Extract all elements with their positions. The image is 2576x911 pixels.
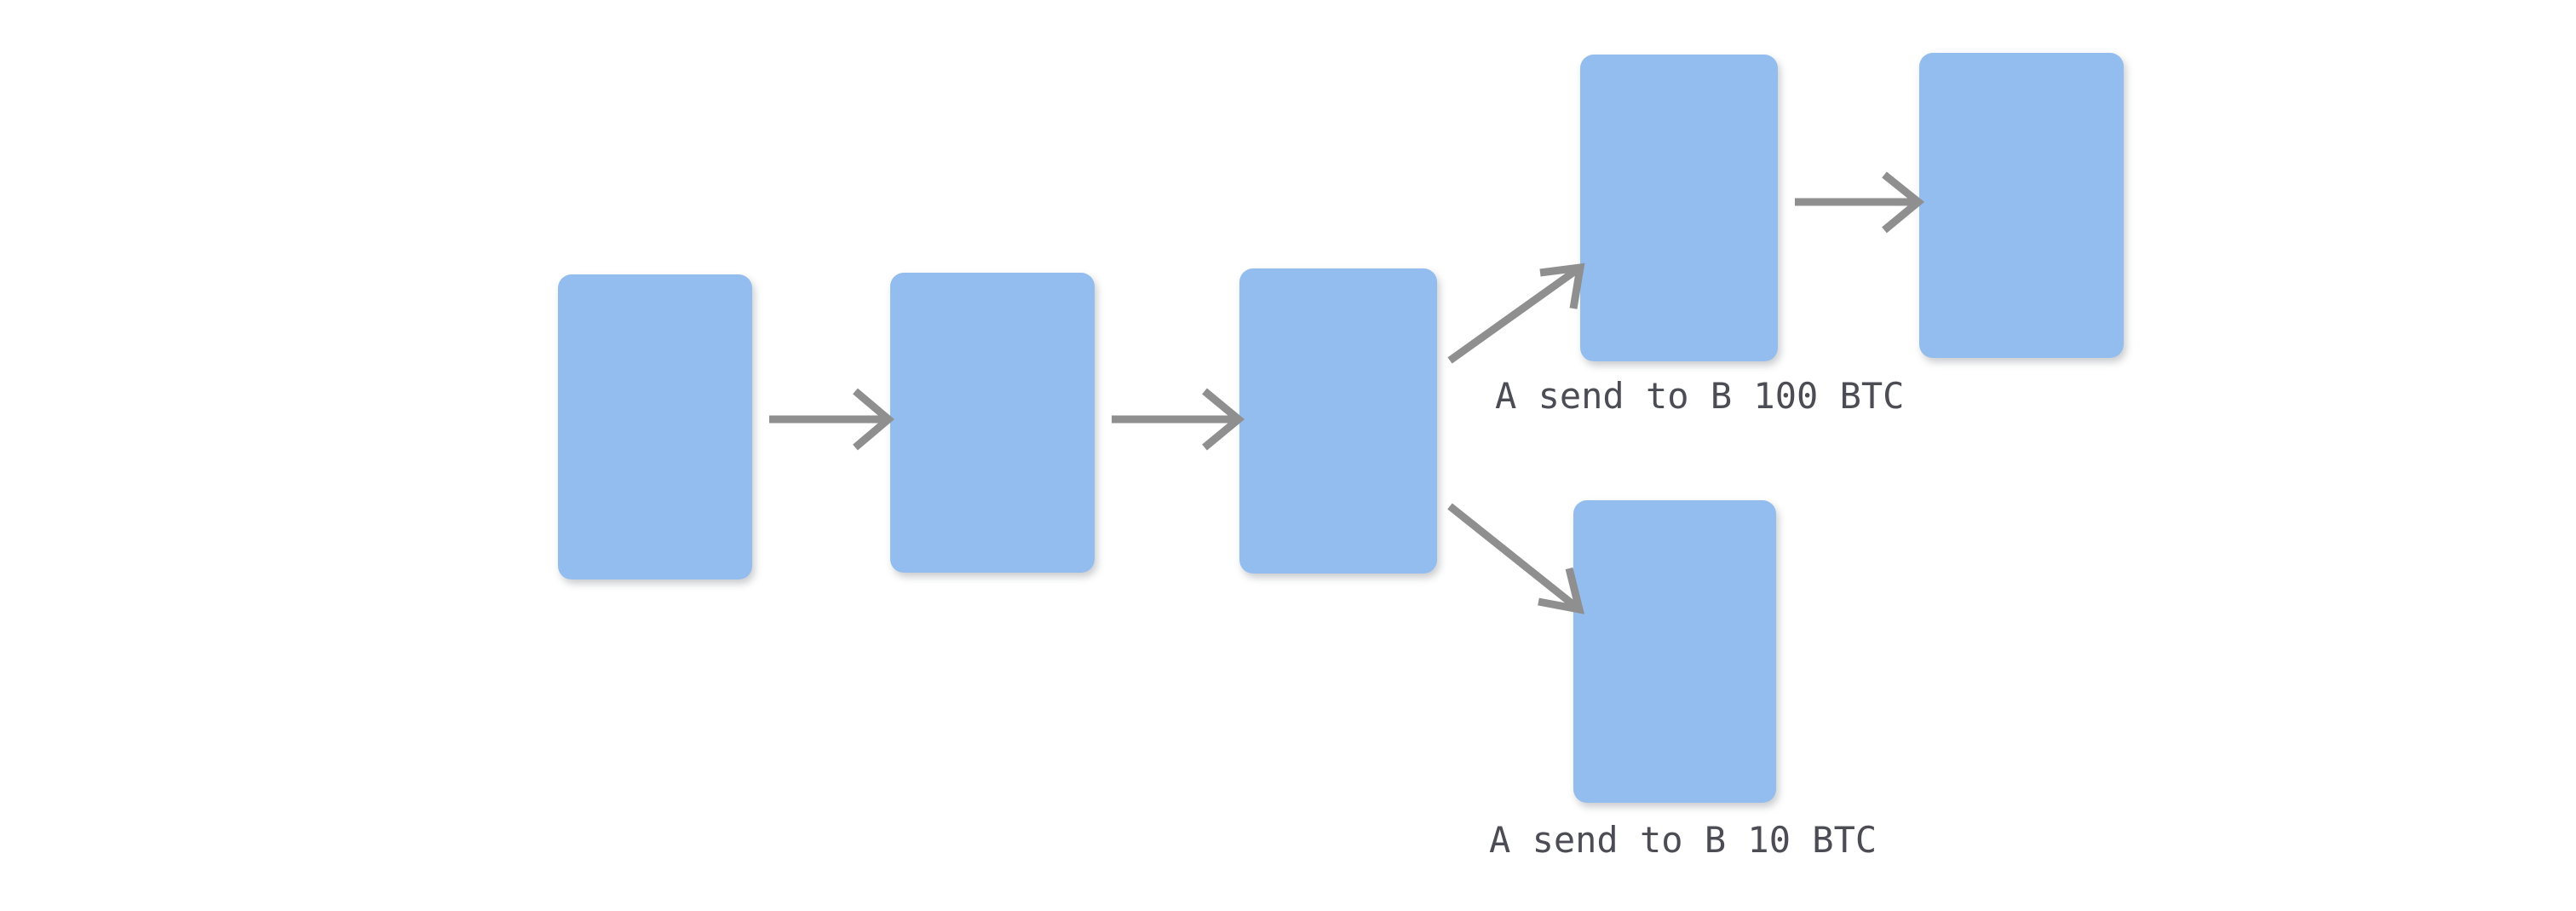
block-node-4-upper-branch[interactable] xyxy=(1580,55,1778,361)
arrow-block3-to-block6 xyxy=(1447,503,1585,614)
block-node-2[interactable] xyxy=(890,273,1095,573)
arrow-block3-to-block4 xyxy=(1447,262,1585,364)
arrow-block1-to-block2 xyxy=(769,388,894,451)
arrow-block2-to-block3 xyxy=(1112,388,1245,451)
edge-label-upper-fork: A send to B 100 BTC xyxy=(1495,375,1905,417)
block-node-1[interactable] xyxy=(558,274,752,579)
block-node-6-lower-branch[interactable] xyxy=(1573,500,1776,803)
edge-label-lower-fork: A send to B 10 BTC xyxy=(1489,819,1877,861)
arrow-block4-to-block5 xyxy=(1795,171,1925,234)
block-node-5-upper-branch-tip[interactable] xyxy=(1919,53,2124,358)
block-node-3-fork-point[interactable] xyxy=(1239,268,1437,574)
